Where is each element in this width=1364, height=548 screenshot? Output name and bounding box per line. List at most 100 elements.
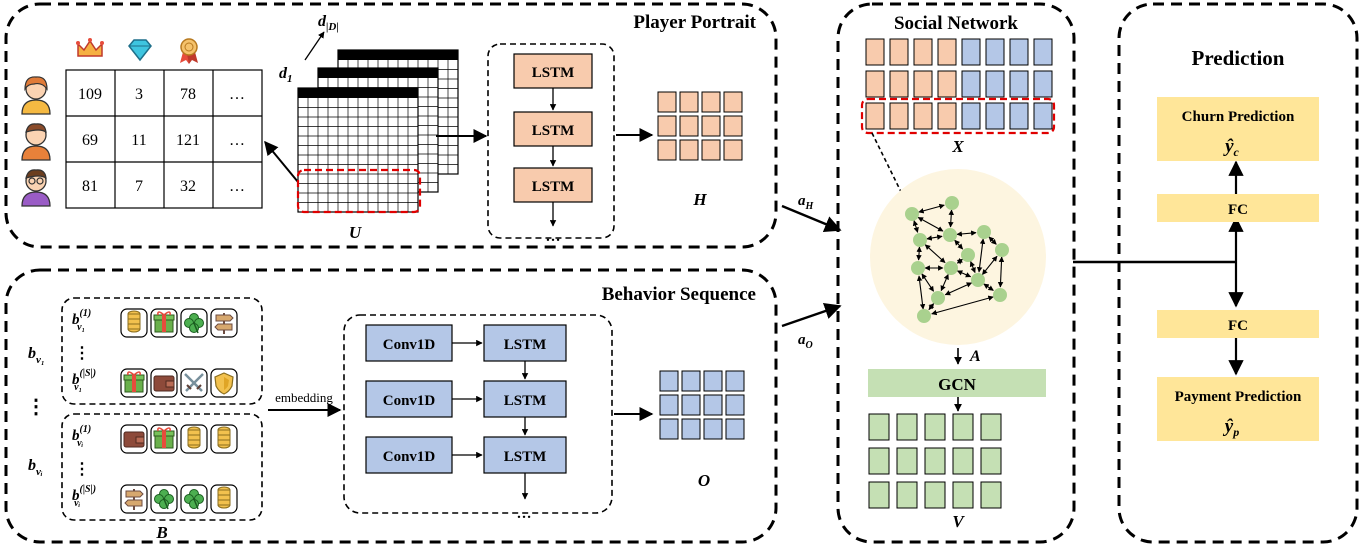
b-v1-last-label: b(|S|)v₁ <box>72 368 96 393</box>
behavior-icon-rows <box>120 308 238 514</box>
table-cell: 81 <box>82 178 98 195</box>
matrix-cell <box>659 418 679 440</box>
graph-edge <box>997 256 1005 288</box>
graph-edge <box>976 238 986 273</box>
matrix-cell <box>889 70 909 98</box>
matrix-cell <box>657 139 677 161</box>
social-network-title: Social Network <box>894 13 1018 34</box>
svg-text:LSTM: LSTM <box>532 123 575 139</box>
coin-stack-icon <box>120 308 148 338</box>
graph-node <box>943 228 957 242</box>
graph-edge <box>954 239 964 250</box>
coin-stack-icon <box>180 424 208 454</box>
churn-prediction-label: Churn Prediction <box>1182 109 1295 125</box>
matrix-cell <box>701 115 721 137</box>
payment-prediction-block: Payment Prediction ŷp <box>1157 377 1319 441</box>
d-dim-arrow <box>304 31 325 61</box>
social-graph <box>905 196 1009 323</box>
graph-node <box>971 273 985 287</box>
table-cell: 3 <box>135 86 143 103</box>
wallet-icon <box>150 368 178 398</box>
diamond-icon <box>128 39 152 62</box>
lstm-block: LSTM <box>483 324 567 362</box>
matrix-cell <box>952 447 974 475</box>
matrix-cell <box>659 370 679 392</box>
arrow-a-h <box>781 204 842 232</box>
matrix-cell <box>679 139 699 161</box>
matrix-cell <box>681 418 701 440</box>
svg-text:LSTM: LSTM <box>532 65 575 81</box>
matrix-cell <box>937 38 957 66</box>
b-vertical-dots: ⋮ <box>26 396 46 418</box>
matrix-cell <box>937 102 957 130</box>
b-vi-last-label: b(|S|)vᵢ <box>72 484 96 509</box>
table-cell: … <box>229 178 245 195</box>
graph-edge <box>948 209 954 228</box>
matrix-cell <box>659 394 679 416</box>
table-cell: 69 <box>82 132 98 149</box>
x-highlight-box <box>860 97 1056 135</box>
matrix-cell <box>896 481 918 509</box>
crown-icon <box>76 38 104 57</box>
lstm-block: LSTM <box>483 436 567 474</box>
matrix-cell <box>952 481 974 509</box>
table-cell: 78 <box>180 86 196 103</box>
matrix-cell <box>896 447 918 475</box>
conv1d-block: Conv1D <box>365 380 453 418</box>
player-portrait-panel <box>4 2 778 249</box>
matrix-cell <box>985 102 1005 130</box>
svg-text:LSTM: LSTM <box>532 179 575 195</box>
table-cell: … <box>229 86 245 103</box>
matrix-cell <box>1033 102 1053 130</box>
matrix-cell <box>889 38 909 66</box>
svg-text:GCN: GCN <box>938 375 977 394</box>
o-label: O <box>698 471 710 490</box>
h-label: H <box>692 190 707 209</box>
conv1d-block: Conv1D <box>365 436 453 474</box>
d-dim-label: d|D| <box>318 13 339 33</box>
fc-upper-block: FC <box>1157 194 1319 222</box>
matrix-cell <box>924 481 946 509</box>
table-cell: 109 <box>78 86 102 103</box>
graph-edge <box>917 216 944 232</box>
matrix-cell <box>980 413 1002 441</box>
social-network-panel <box>836 2 1076 544</box>
matrix-cell <box>703 418 723 440</box>
v-label: V <box>952 512 965 531</box>
matrix-cell <box>865 102 885 130</box>
gift-icon <box>120 368 148 398</box>
matrix-cell <box>681 394 701 416</box>
matrix-cell <box>865 38 885 66</box>
graph-node <box>905 207 919 221</box>
matrix-cell <box>723 115 743 137</box>
gift-icon <box>150 424 178 454</box>
matrix-cell <box>961 70 981 98</box>
matrix-cell <box>681 370 701 392</box>
matrix-cell <box>679 91 699 113</box>
behavior-group-vi <box>61 413 263 521</box>
graph-edge <box>969 260 976 274</box>
graph-edge <box>912 220 919 233</box>
matrix-cell <box>980 481 1002 509</box>
table-cell: 32 <box>180 178 196 195</box>
player-portrait-title: Player Portrait <box>633 12 756 33</box>
svg-text:Conv1D: Conv1D <box>383 393 436 409</box>
matrix-cell <box>961 102 981 130</box>
b-matrix-label: B <box>155 523 167 542</box>
lstm-block: LSTM <box>513 167 593 203</box>
matrix-cell <box>913 38 933 66</box>
matrix-cell <box>913 70 933 98</box>
matrix-cell <box>1009 38 1029 66</box>
u-label: U <box>349 223 362 242</box>
signpost-icon <box>120 484 148 514</box>
graph-edge <box>940 273 949 292</box>
graph-edge <box>924 244 946 264</box>
matrix-cell <box>1009 102 1029 130</box>
svg-text:LSTM: LSTM <box>504 337 547 353</box>
matrix-cell <box>657 91 677 113</box>
behavior-sequence-panel <box>4 268 778 544</box>
prediction-panel <box>1117 2 1359 544</box>
svg-text:LSTM: LSTM <box>504 393 547 409</box>
payment-prediction-label: Payment Prediction <box>1175 389 1302 405</box>
